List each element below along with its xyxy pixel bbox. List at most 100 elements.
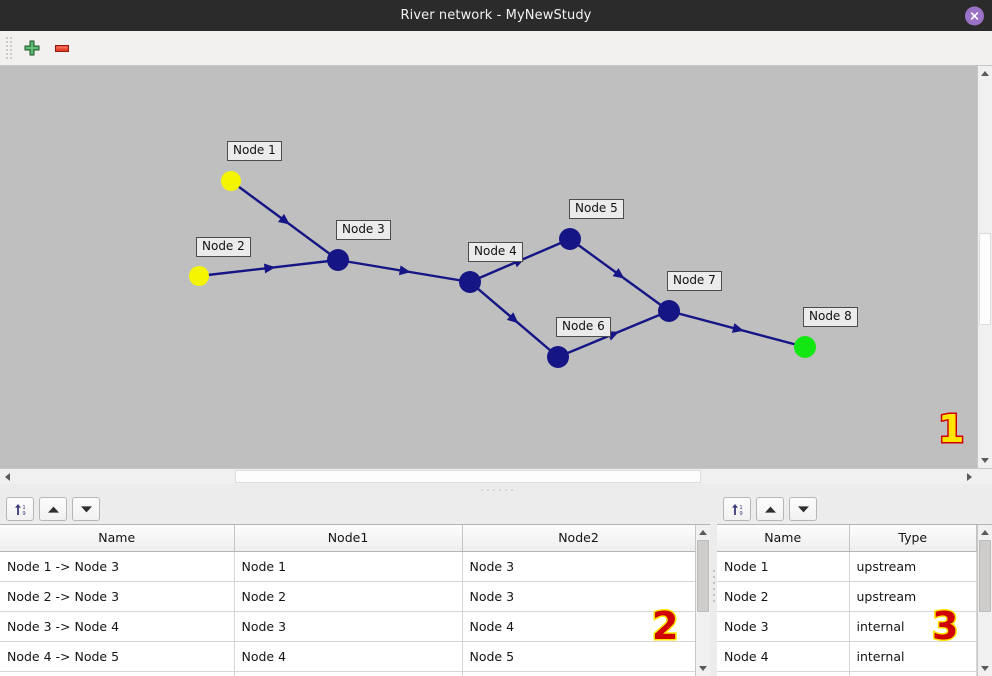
node-label[interactable]: Node 3 (336, 220, 391, 240)
splitter-grip (479, 487, 513, 491)
links-table-vertical-scrollbar[interactable] (695, 525, 710, 676)
canvas-horizontal-scrollbar[interactable] (0, 468, 992, 484)
table-cell[interactable]: Node 3 (234, 611, 463, 642)
links-sort-button[interactable]: 1 9 (6, 497, 34, 521)
links-move-up-button[interactable] (39, 497, 67, 521)
table-cell[interactable]: Node 1 (717, 551, 850, 582)
minus-icon (55, 45, 69, 52)
column-header[interactable]: Name (717, 525, 850, 552)
canvas-vertical-scrollbar[interactable] (977, 66, 992, 468)
nodes-sort-button[interactable]: 1 9 (723, 497, 751, 521)
table-cell[interactable] (849, 671, 977, 676)
table-cell[interactable]: Node 2 (717, 581, 850, 612)
table-cell[interactable]: Node 4 -> Node 5 (0, 641, 235, 672)
toolbar-grip[interactable] (4, 37, 13, 59)
links-vscroll-thumb[interactable] (697, 540, 709, 612)
table-cell[interactable]: Node 1 (234, 551, 463, 582)
links-scroll-up-button[interactable] (696, 525, 710, 540)
table-cell[interactable] (0, 671, 235, 676)
table-cell[interactable]: Node 3 -> Node 4 (0, 611, 235, 642)
table-cell[interactable]: Node 3 (462, 581, 695, 612)
node-label[interactable]: Node 2 (196, 237, 251, 257)
node-label[interactable]: Node 6 (556, 317, 611, 337)
links-move-down-button[interactable] (72, 497, 100, 521)
table-cell[interactable]: Node 5 (462, 641, 695, 672)
main-toolbar (0, 31, 992, 66)
links-scroll-down-button[interactable] (696, 661, 710, 676)
column-header[interactable]: Name (0, 525, 235, 552)
add-node-button[interactable] (17, 34, 47, 62)
table-cell[interactable]: Node 4 (462, 611, 695, 642)
column-header[interactable]: Type (849, 525, 977, 552)
table-cell[interactable]: Node 3 (462, 551, 695, 582)
table-cell[interactable]: Node 4 (717, 641, 850, 672)
node-label[interactable]: Node 5 (569, 199, 624, 219)
table-cell[interactable]: Node 4 (234, 641, 463, 672)
nodes-vscroll-thumb[interactable] (979, 540, 991, 612)
nodes-move-down-button[interactable] (789, 497, 817, 521)
nodes-scroll-down-button[interactable] (978, 661, 992, 676)
canvas-hscroll-track[interactable] (15, 469, 962, 484)
column-header[interactable]: Node2 (462, 525, 695, 552)
table-cell[interactable]: upstream (849, 581, 977, 612)
horizontal-splitter[interactable] (0, 484, 992, 494)
sort-ascending-icon: 1 9 (14, 503, 25, 517)
vertical-splitter[interactable] (710, 494, 717, 676)
canvas-hscroll-thumb[interactable] (235, 470, 701, 483)
table-cell[interactable]: internal (849, 641, 977, 672)
graph-node (547, 346, 569, 368)
links-vscroll-track[interactable] (696, 540, 710, 661)
canvas-vscroll-track[interactable] (978, 81, 992, 453)
node-label[interactable]: Node 8 (803, 307, 858, 327)
table-row-empty[interactable] (717, 671, 977, 676)
nodes-scroll-up-button[interactable] (978, 525, 992, 540)
table-cell[interactable] (462, 671, 695, 676)
triangle-left-icon (5, 472, 10, 481)
remove-node-button[interactable] (47, 34, 77, 62)
table-cell[interactable] (234, 671, 463, 676)
triangle-up-icon (47, 506, 59, 513)
column-header[interactable]: Node1 (234, 525, 463, 552)
node-label[interactable]: Node 4 (468, 242, 523, 262)
network-canvas[interactable]: Node 1 Node 2 Node 3 Node 4 Node 5 Node 6 Node… (0, 66, 977, 468)
scroll-left-button[interactable] (0, 469, 15, 484)
canvas-vscroll-thumb[interactable] (979, 233, 991, 325)
scroll-right-button[interactable] (962, 469, 977, 484)
network-link (337, 258, 471, 284)
window-title: River network - MyNewStudy (400, 8, 592, 23)
nodes-move-up-button[interactable] (756, 497, 784, 521)
table-cell[interactable]: Node 3 (717, 611, 850, 642)
scroll-up-button[interactable] (978, 66, 992, 81)
nodes-vscroll-track[interactable] (978, 540, 992, 661)
table-cell[interactable] (717, 671, 850, 676)
triangle-down-icon (80, 505, 92, 512)
table-row-empty[interactable] (0, 671, 695, 676)
triangle-up-icon (981, 530, 989, 535)
node-label[interactable]: Node 7 (667, 271, 722, 291)
network-link (198, 258, 339, 278)
scroll-down-button[interactable] (978, 453, 992, 468)
table-cell[interactable]: Node 2 -> Node 3 (0, 581, 235, 612)
nodes-table-vertical-scrollbar[interactable] (977, 525, 992, 676)
table-cell[interactable]: Node 2 (234, 581, 463, 612)
network-link (469, 281, 559, 358)
table-cell[interactable]: upstream (849, 551, 977, 582)
close-icon[interactable] (965, 6, 984, 25)
table-cell[interactable]: Node 1 -> Node 3 (0, 551, 235, 582)
node-label[interactable]: Node 1 (227, 141, 282, 161)
table-cell[interactable]: internal (849, 611, 977, 642)
